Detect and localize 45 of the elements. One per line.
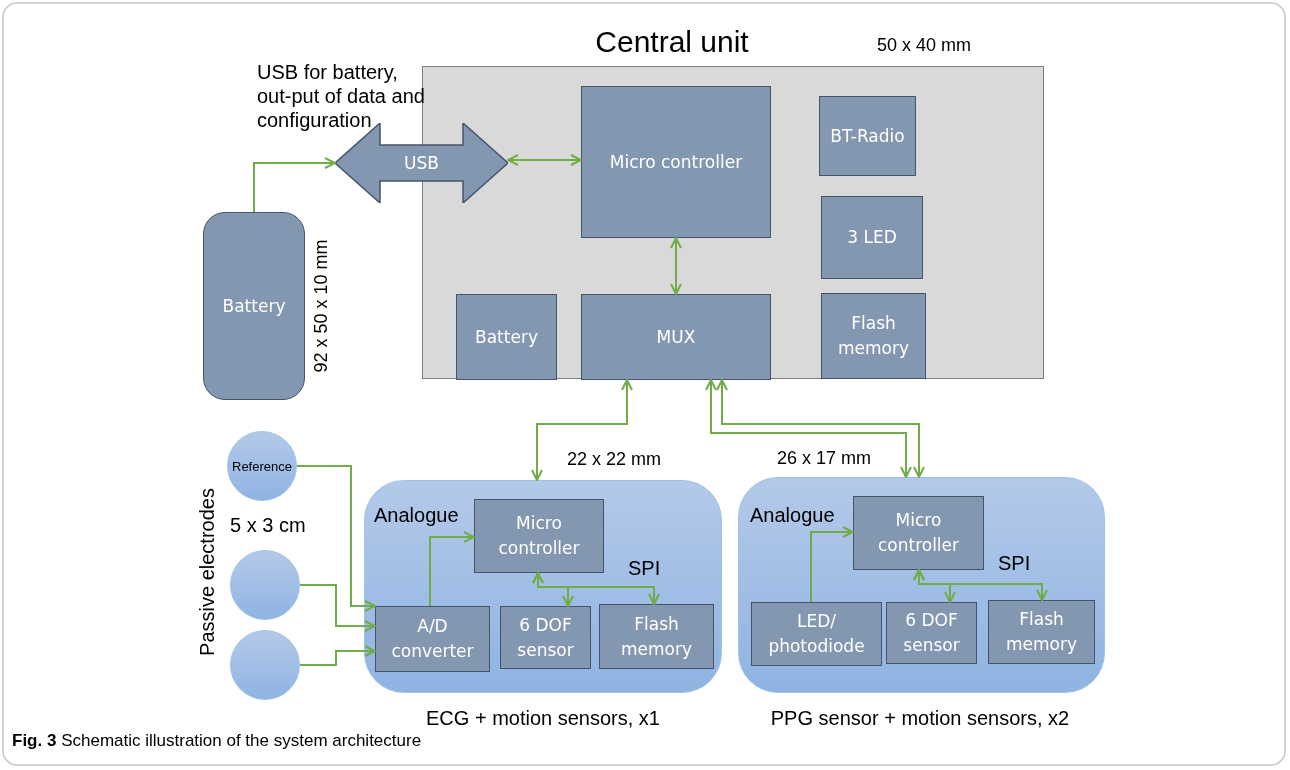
connector-arrow xyxy=(913,569,1048,601)
electrode-circle: Reference xyxy=(227,431,297,501)
sensor-module-panel xyxy=(364,480,722,693)
text-label: SPI xyxy=(998,551,1031,575)
text-label: USB for battery, out-put of data and configuration xyxy=(257,60,426,132)
connector-arrow xyxy=(429,531,475,607)
text-label: Analogue xyxy=(374,503,459,527)
component-box: A/D converter xyxy=(375,606,490,672)
component-box: Flash memory xyxy=(599,604,714,669)
component-box: Battery xyxy=(456,294,557,380)
battery-box: Battery xyxy=(203,212,305,400)
dimension-label: 22 x 22 mm xyxy=(567,449,662,471)
connector-arrow xyxy=(296,465,376,612)
component-box: BT-Radio xyxy=(819,96,916,176)
component-box: 3 LED xyxy=(821,196,923,279)
connector-arrow xyxy=(253,157,336,213)
connector-arrow xyxy=(507,154,582,166)
text-label: Analogue xyxy=(750,503,835,527)
connector-arrow xyxy=(670,237,682,295)
connector-arrow xyxy=(299,645,376,666)
connector-arrow xyxy=(810,526,854,603)
component-box: 6 DOF sensor xyxy=(500,606,591,669)
component-box: Flash memory xyxy=(988,600,1095,664)
connector-arrow xyxy=(532,572,660,605)
panel-title: ECG + motion sensors, x1 xyxy=(425,706,661,730)
panel-title: PPG sensor + motion sensors, x2 xyxy=(769,706,1071,730)
arrow-label: USB xyxy=(404,153,439,173)
figure-caption: Fig. 3 Schematic illustration of the system architecture xyxy=(12,731,422,752)
dimension-label: 50 x 40 mm xyxy=(877,35,972,57)
sensor-module-panel xyxy=(738,477,1105,693)
dimension-label: 92 x 50 x 10 mm xyxy=(311,239,333,373)
dimension-label: 26 x 17 mm xyxy=(777,448,872,470)
component-box: Micro controller xyxy=(853,496,984,570)
component-box: MUX xyxy=(581,294,771,380)
component-box: Micro controller xyxy=(474,499,604,573)
text-label: 5 x 3 cm xyxy=(230,513,306,537)
text-label: SPI xyxy=(628,556,661,580)
component-box: 6 DOF sensor xyxy=(886,602,977,664)
side-label: Passive electrodes xyxy=(195,488,219,656)
component-box: Micro controller xyxy=(581,86,771,238)
connector-arrow xyxy=(531,379,633,481)
component-box: LED/ photodiode xyxy=(751,602,882,666)
component-box: Flash memory xyxy=(821,293,926,379)
connector-arrow xyxy=(299,584,376,632)
panel-title: Central unit xyxy=(594,24,750,60)
